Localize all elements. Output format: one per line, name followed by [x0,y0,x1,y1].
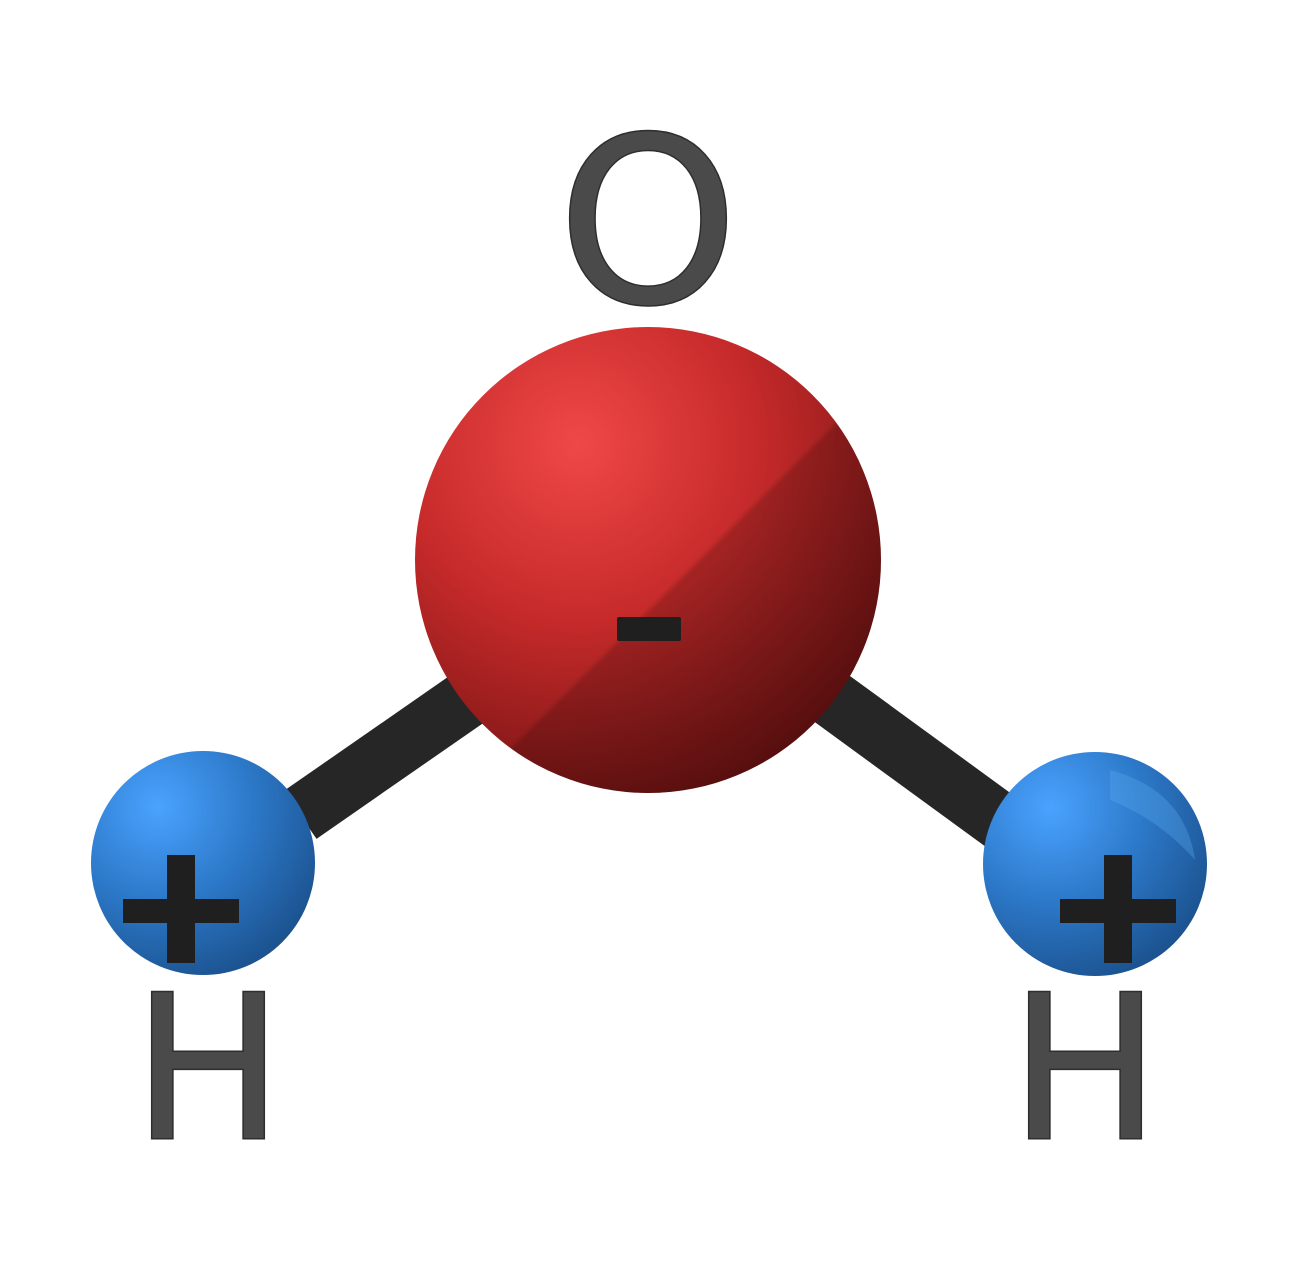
hydrogen-right-label: H [1010,953,1160,1186]
oxygen-label: O [557,90,738,357]
oxygen-atom [415,327,881,793]
oxygen-charge-minus-icon [617,617,681,641]
bond-right [802,666,1023,849]
hydrogen-atom-left [91,751,315,975]
hydrogen-atom-right [983,752,1207,976]
hydrogen-right-charge-plus-icon [1060,855,1176,963]
bond-left [283,666,497,839]
hydrogen-left-label: H [133,953,283,1186]
hydrogen-left-charge-plus-icon [123,855,239,963]
